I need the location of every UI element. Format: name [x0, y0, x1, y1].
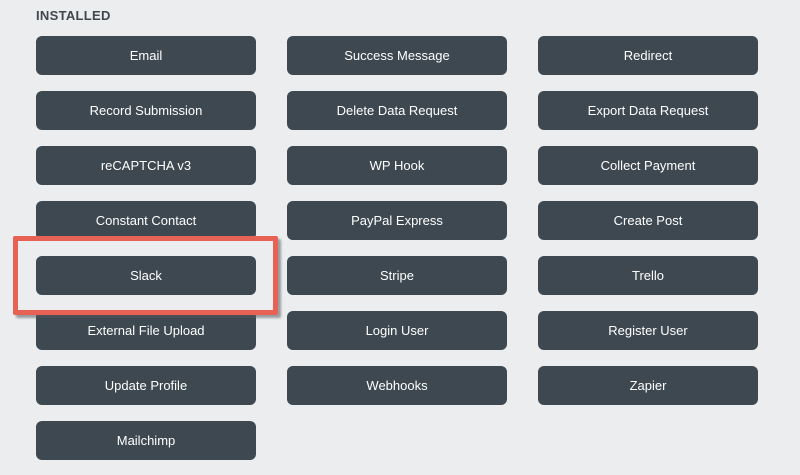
action-button-stripe[interactable]: Stripe — [287, 256, 507, 295]
action-button-mailchimp[interactable]: Mailchimp — [36, 421, 256, 460]
action-button-slack[interactable]: Slack — [36, 256, 256, 295]
action-button-success-message[interactable]: Success Message — [287, 36, 507, 75]
action-button-redirect[interactable]: Redirect — [538, 36, 758, 75]
action-button-login-user[interactable]: Login User — [287, 311, 507, 350]
action-button-record-submission[interactable]: Record Submission — [36, 91, 256, 130]
action-button-external-file-upload[interactable]: External File Upload — [36, 311, 256, 350]
action-button-recaptcha-v3[interactable]: reCAPTCHA v3 — [36, 146, 256, 185]
action-button-wp-hook[interactable]: WP Hook — [287, 146, 507, 185]
action-button-paypal-express[interactable]: PayPal Express — [287, 201, 507, 240]
action-button-email[interactable]: Email — [36, 36, 256, 75]
action-button-trello[interactable]: Trello — [538, 256, 758, 295]
action-button-delete-data-request[interactable]: Delete Data Request — [287, 91, 507, 130]
action-button-export-data-request[interactable]: Export Data Request — [538, 91, 758, 130]
action-button-update-profile[interactable]: Update Profile — [36, 366, 256, 405]
action-button-register-user[interactable]: Register User — [538, 311, 758, 350]
action-button-constant-contact[interactable]: Constant Contact — [36, 201, 256, 240]
installed-section-label: INSTALLED — [36, 8, 111, 23]
action-button-collect-payment[interactable]: Collect Payment — [538, 146, 758, 185]
action-button-create-post[interactable]: Create Post — [538, 201, 758, 240]
action-button-webhooks[interactable]: Webhooks — [287, 366, 507, 405]
action-button-zapier[interactable]: Zapier — [538, 366, 758, 405]
